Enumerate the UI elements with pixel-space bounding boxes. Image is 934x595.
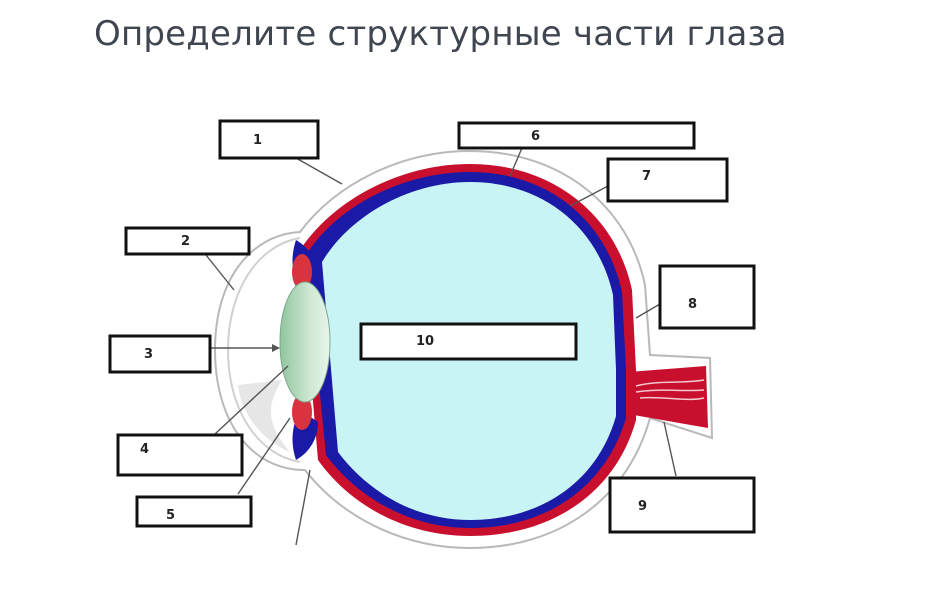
label-number: 8 (688, 297, 697, 312)
label-box-2[interactable]: 2 (124, 226, 251, 256)
label-box-1[interactable]: 1 (218, 119, 320, 160)
anterior-chamber-shading (238, 380, 290, 452)
label-box-5[interactable]: 5 (135, 495, 253, 528)
cornea-shape (226, 237, 301, 463)
label-box-7[interactable]: 7 (606, 157, 729, 203)
label-number: 5 (166, 508, 175, 523)
label-box-8[interactable]: 8 (658, 264, 756, 330)
label-number: 7 (642, 169, 651, 184)
ciliary-body-upper (292, 254, 312, 290)
label-number: 9 (638, 499, 647, 514)
leader-lines (205, 147, 677, 546)
label-number: 2 (181, 234, 190, 249)
label-box-4[interactable]: 4 (116, 433, 244, 477)
label-number: 1 (253, 133, 262, 148)
label-box-6[interactable]: 6 (457, 121, 696, 150)
optic-nerve-fibers (635, 379, 705, 401)
label-box-10[interactable]: 10 (359, 322, 578, 361)
label-number: 10 (416, 334, 434, 349)
label-box-9[interactable]: 9 (608, 476, 756, 534)
label-number: 6 (531, 129, 540, 144)
label-number: 4 (140, 442, 149, 457)
page-title: Определите структурные части глаза (94, 14, 787, 54)
lens (279, 281, 331, 403)
label-number: 3 (144, 347, 153, 362)
ciliary-body-lower (292, 394, 312, 430)
label-box-3[interactable]: 3 (108, 334, 212, 374)
arrow-head (272, 344, 280, 352)
